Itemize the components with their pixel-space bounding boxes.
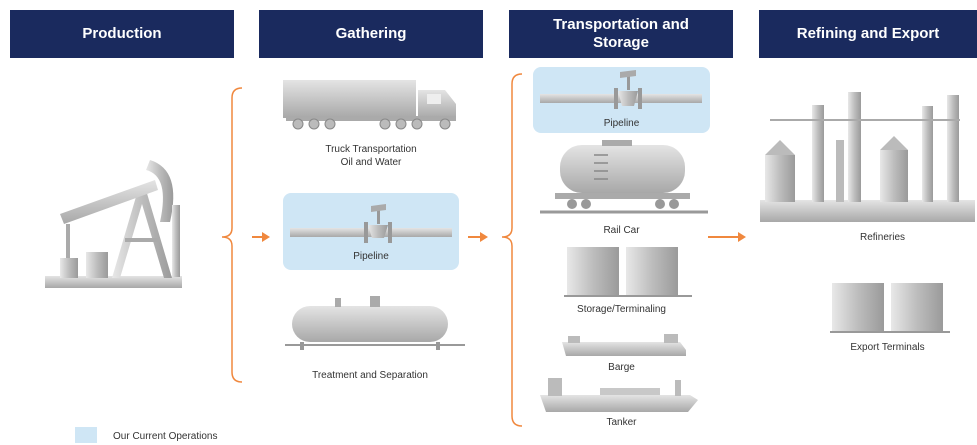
header-transportation-storage: Transportation and Storage	[509, 10, 733, 58]
transport-pipeline-label: Pipeline	[603, 118, 640, 129]
header-gathering: Gathering	[259, 10, 483, 58]
truck-icon	[283, 80, 456, 130]
header-refining-export: Refining and Export	[759, 10, 977, 58]
storage-label: Storage/Terminaling	[577, 304, 666, 315]
export-terminals-label: Export Terminals	[850, 342, 925, 353]
refineries-label: Refineries	[859, 232, 906, 243]
arrow-to-gathering	[252, 232, 270, 242]
transport-bracket	[501, 73, 523, 427]
arrow-to-transport	[468, 232, 488, 242]
treatment-label: Treatment and Separation	[312, 370, 428, 381]
barge-icon	[562, 334, 686, 356]
legend-label: Our Current Operations	[113, 431, 218, 442]
gathering-bracket	[221, 87, 243, 383]
rail-car-icon	[540, 140, 708, 214]
truck-label: Truck Transportation Oil and Water	[325, 144, 417, 168]
gathering-pipeline-icon	[290, 204, 452, 243]
header-production: Production	[10, 10, 234, 58]
treatment-tank-icon	[285, 296, 465, 350]
barge-label: Barge	[608, 362, 635, 373]
transport-pipeline-icon	[540, 70, 702, 109]
tanker-icon	[540, 378, 698, 412]
tanker-label: Tanker	[606, 417, 637, 428]
storage-tanks-icon	[564, 247, 692, 297]
arrow-to-refining	[708, 232, 746, 242]
gathering-pipeline-label: Pipeline	[353, 251, 389, 262]
pump-jack-icon	[45, 160, 182, 288]
legend-swatch	[75, 427, 97, 443]
rail-car-label: Rail Car	[603, 225, 640, 236]
refinery-icon	[760, 92, 975, 222]
export-terminals-icon	[830, 283, 950, 333]
